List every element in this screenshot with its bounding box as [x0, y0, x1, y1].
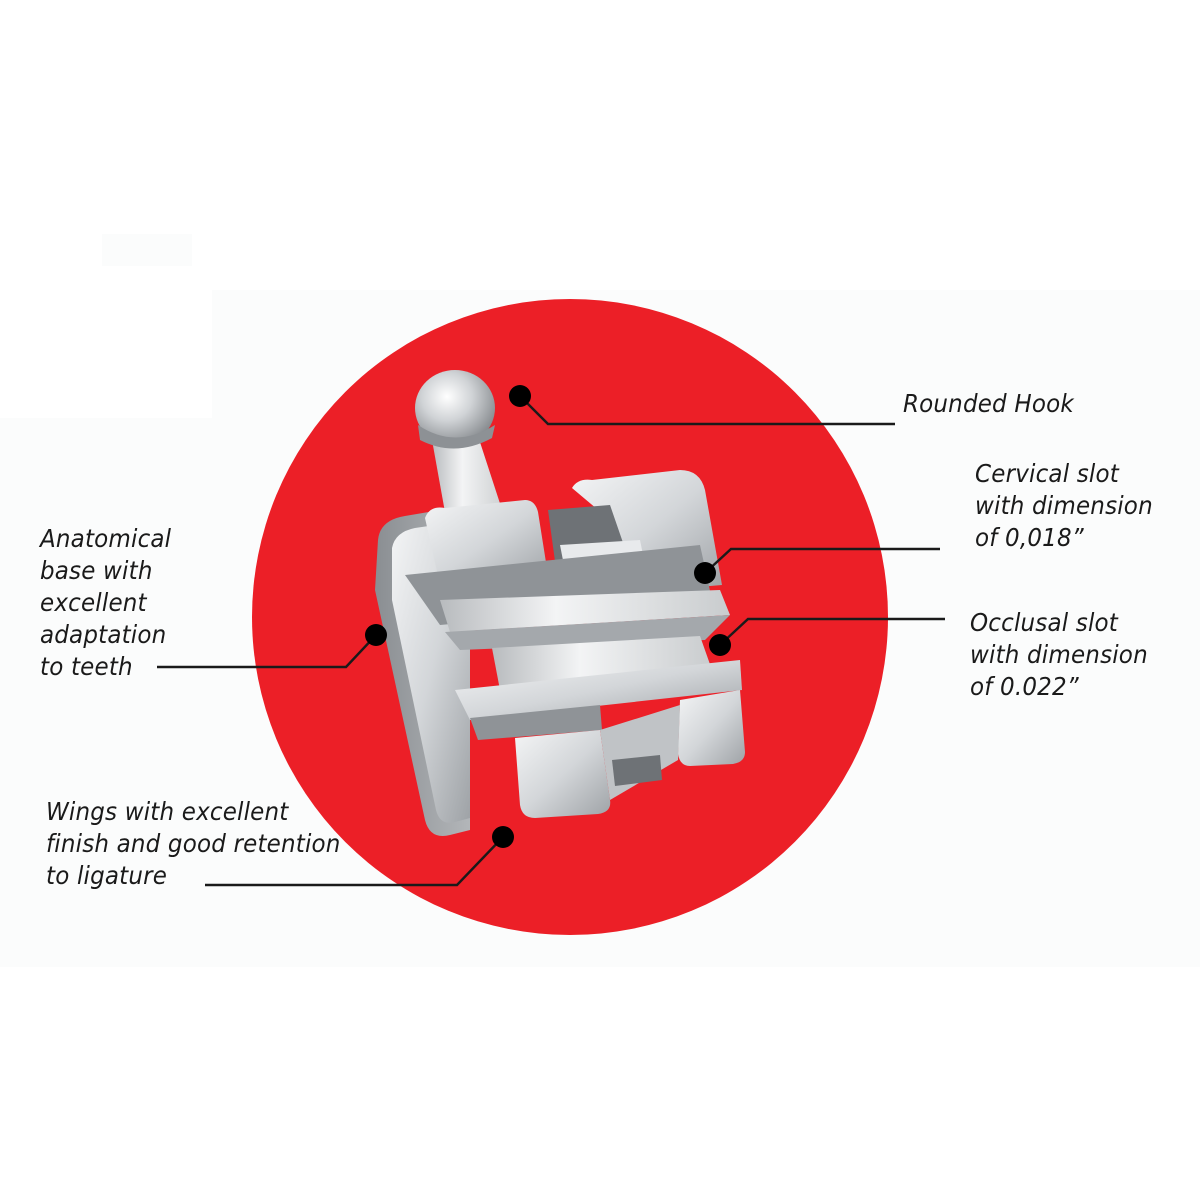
background-artifact: [102, 234, 192, 266]
label-rounded-hook: Rounded Hook: [903, 389, 1074, 418]
dot-occlusal-slot: [709, 634, 731, 656]
label-wings: Wings with excellent finish and good ret…: [46, 797, 341, 890]
leader-cervical-slot: [704, 547, 940, 574]
leader-wings: [205, 836, 504, 887]
dot-cervical-slot: [694, 562, 716, 584]
leader-occlusal-slot: [719, 617, 945, 646]
leader-lines: [157, 395, 945, 887]
dot-wings: [492, 826, 514, 848]
leader-rounded-hook: [519, 395, 895, 426]
dot-rounded-hook: [509, 385, 531, 407]
callout-dots: [365, 385, 731, 848]
lower-wings: [515, 690, 745, 818]
leader-anatomical-base: [157, 634, 377, 669]
label-cervical-slot: Cervical slot with dimension of 0,018”: [975, 459, 1153, 552]
label-occlusal-slot: Occlusal slot with dimension of 0.022”: [970, 608, 1148, 701]
label-anatomical-base: Anatomical base with excellent adaptatio…: [40, 524, 172, 681]
dot-anatomical-base: [365, 624, 387, 646]
bracket-body: [405, 545, 742, 740]
background-notch: [0, 290, 212, 418]
